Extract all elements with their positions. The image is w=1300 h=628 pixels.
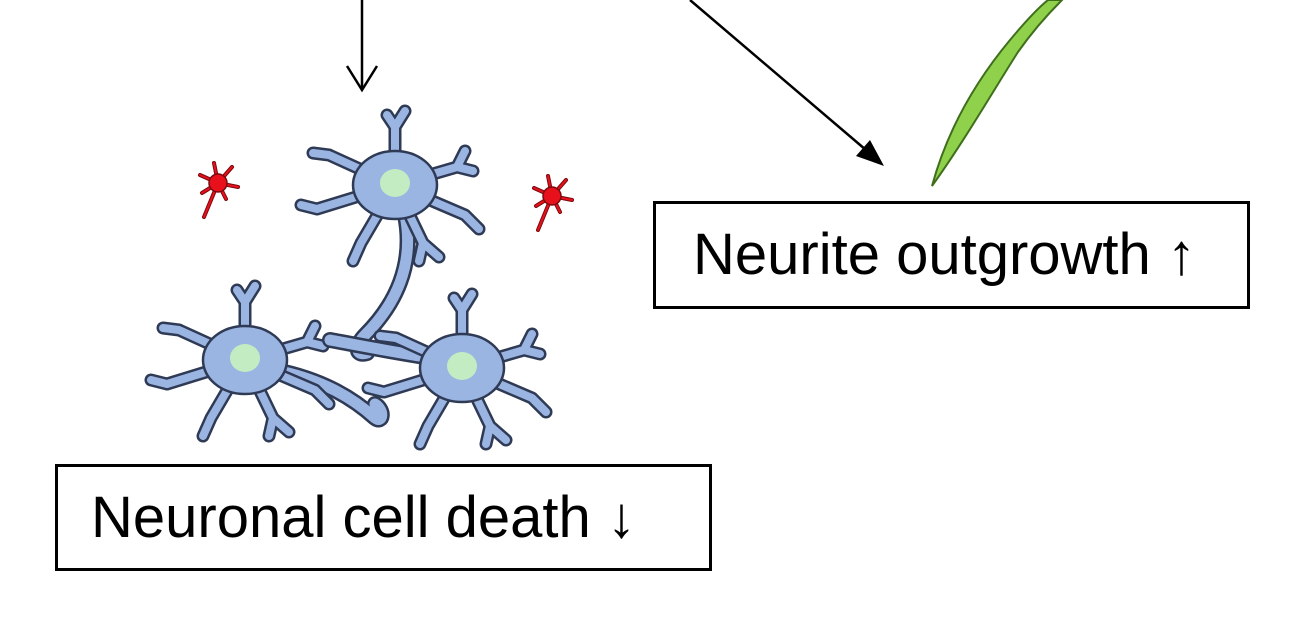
neurite-outgrowth-text: Neurite outgrowth ↑: [693, 222, 1196, 287]
arrow-to-outgrowth: [689, 0, 884, 166]
arrow-to-neurons: [345, 0, 379, 93]
neurite-outgrowth-label: Neurite outgrowth ↑: [653, 201, 1250, 309]
neurite-icon: [931, 0, 1064, 187]
neuronal-cell-death-text: Neuronal cell death ↓: [91, 484, 636, 550]
neuron-icon: [301, 111, 479, 362]
dying-neuron-icon: [532, 174, 574, 232]
neuron-icon: [322, 294, 546, 444]
neuron-icon: [151, 286, 390, 436]
neuronal-cell-death-label: Neuronal cell death ↓: [55, 464, 712, 571]
dying-neuron-icon: [198, 161, 240, 219]
